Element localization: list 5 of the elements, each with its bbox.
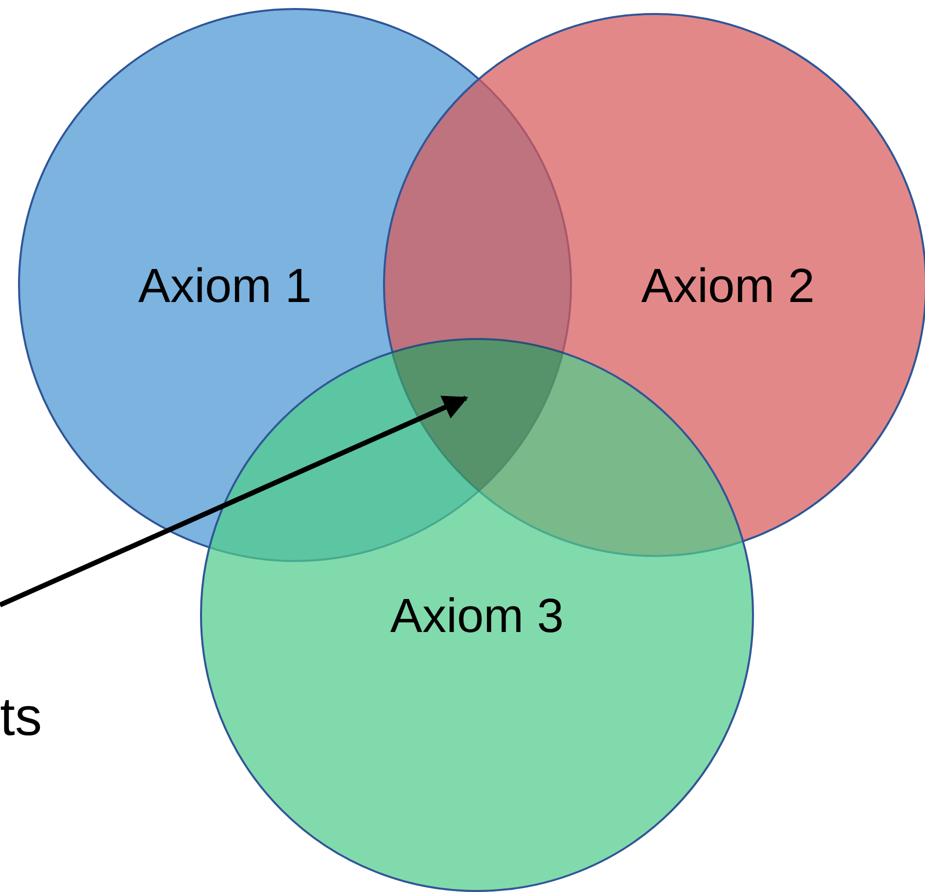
- text-fragment: ts: [0, 690, 42, 744]
- circle-label: Axiom 2: [641, 263, 815, 311]
- circle-label: Axiom 1: [138, 263, 312, 311]
- circle-label: Axiom 3: [390, 593, 564, 641]
- leader-arrow: [0, 396, 468, 608]
